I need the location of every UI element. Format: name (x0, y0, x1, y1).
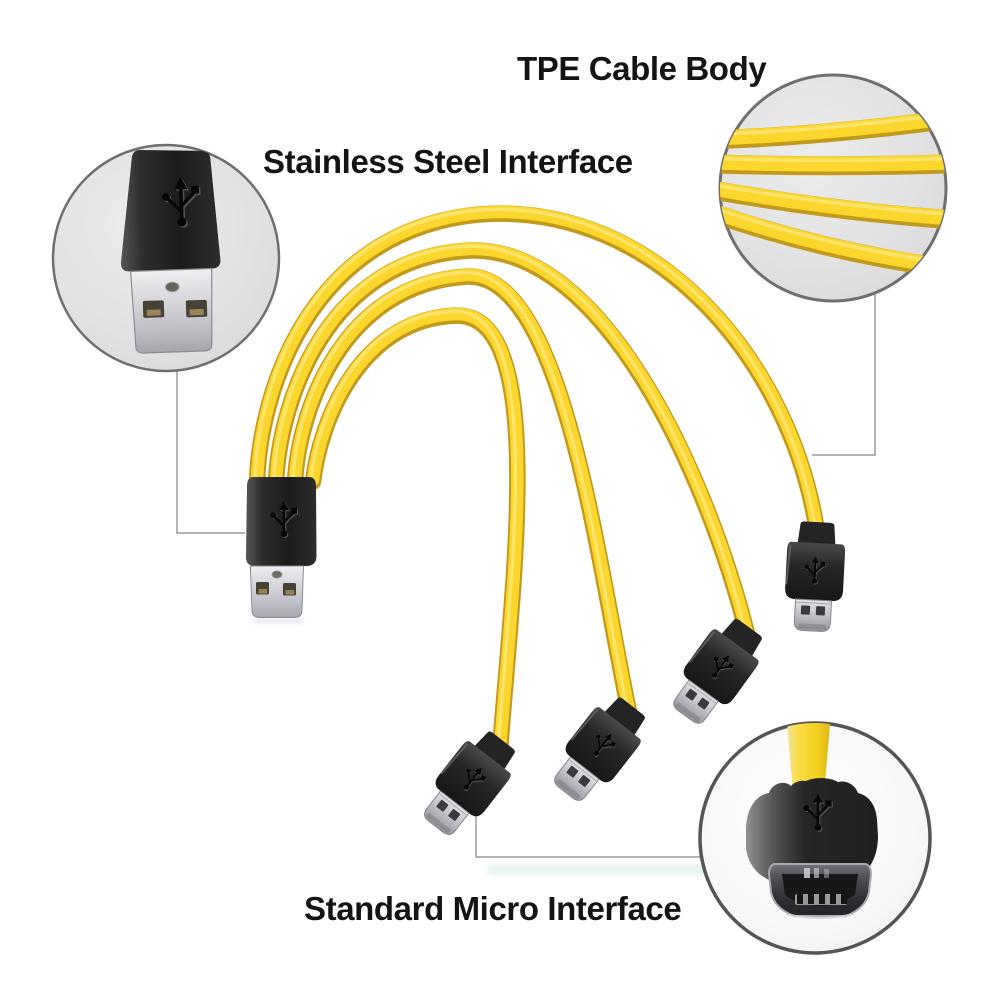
label-standard-micro-interface: Standard Micro Interface (304, 890, 682, 927)
usb-a-plug (250, 565, 305, 618)
strand-1 (720, 109, 946, 150)
artifact-smear (488, 864, 738, 875)
usb-a-body (245, 477, 317, 566)
micro-usb-pins (797, 893, 847, 904)
zoom-usb-a-plug (130, 267, 213, 354)
zoom-micro-body (746, 778, 878, 887)
cable-2 (267, 242, 757, 646)
plug-contacts (258, 589, 294, 595)
callout-line-tpe-cable (812, 294, 876, 456)
zoom-plug-contact-right (189, 308, 204, 316)
strand-3 (720, 180, 946, 230)
cable-3 (286, 268, 639, 725)
callout-lines (176, 294, 876, 858)
micro-usb-connector-3 (543, 689, 656, 811)
micro-usb-connector-1 (783, 521, 847, 633)
callout-line-standard-micro (475, 806, 701, 858)
micro-usb-connector-2 (662, 611, 773, 733)
zoom-usb-a-body (120, 150, 221, 272)
label-stainless-steel-interface: Stainless Steel Interface (263, 143, 633, 180)
zoom-plug-pilot-hole (164, 281, 180, 293)
callout-line-stainless-steel (176, 371, 245, 534)
callout-circle-standard-micro (698, 721, 932, 955)
label-tpe-cable-body: TPE Cable Body (517, 50, 767, 87)
tip-rim-highlight (785, 913, 855, 919)
usb-a-connector (245, 477, 317, 623)
plug-shadow (254, 619, 302, 623)
cable-fan (248, 205, 826, 759)
callout-circle-tpe-cable (718, 73, 948, 303)
zoom-plug-contact-left (146, 309, 161, 316)
cable-4 (304, 307, 526, 759)
cable-1 (248, 205, 826, 540)
tip-reflections (804, 868, 829, 878)
strand-2 (720, 154, 946, 176)
plug-pilot-hole (271, 570, 283, 579)
callout-circle-stainless-steel (51, 143, 281, 373)
